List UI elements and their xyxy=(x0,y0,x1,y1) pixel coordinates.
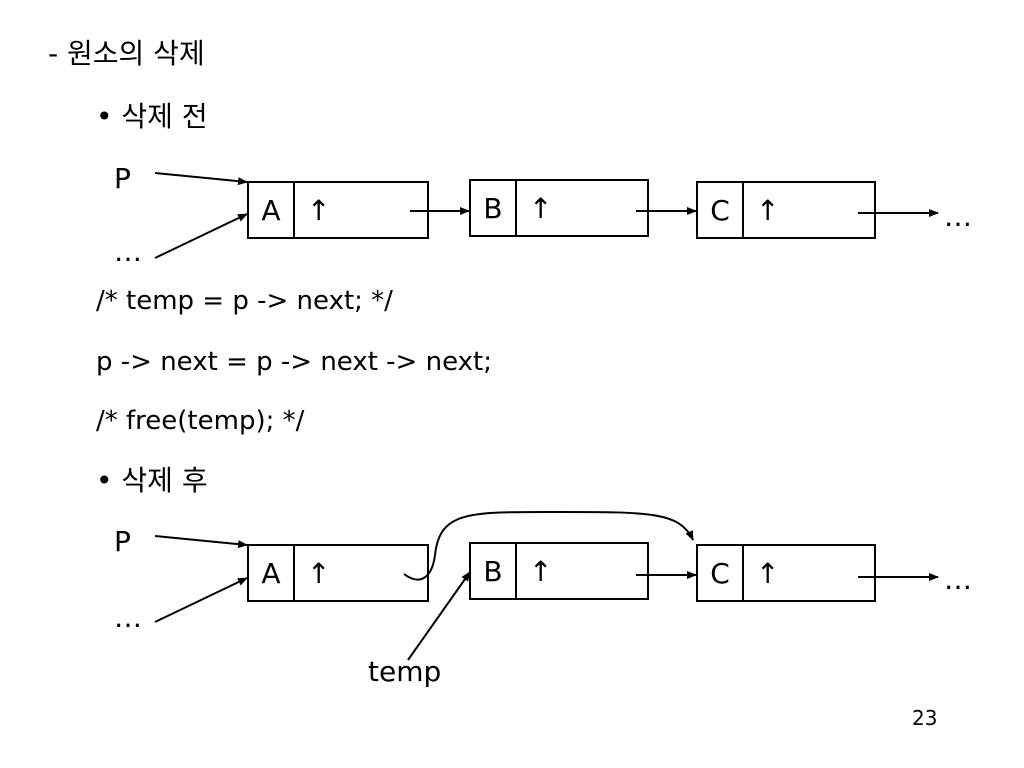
node-c-before: C ↑ xyxy=(696,181,876,239)
p-label-after: P xyxy=(114,525,131,558)
dots-pointer-arrow-after xyxy=(154,577,248,623)
node-c-after: C ↑ xyxy=(696,544,876,602)
node-a-after: A ↑ xyxy=(247,544,429,602)
dots-left-before: … xyxy=(114,235,142,268)
p-label-before: P xyxy=(114,162,131,195)
code-line-2: p -> next = p -> next -> next; xyxy=(96,347,492,377)
temp-label: temp xyxy=(368,655,442,688)
p-pointer-arrow-before xyxy=(154,172,248,186)
code-line-3: /* free(temp); */ xyxy=(96,406,305,436)
bullet-after: • 삭제 후 xyxy=(96,464,208,497)
node-value: B xyxy=(471,181,517,235)
node-value: C xyxy=(698,546,744,600)
node-b-before: B ↑ xyxy=(469,179,649,237)
code-line-1: /* temp = p -> next; */ xyxy=(96,286,393,316)
up-arrow-icon: ↑ xyxy=(307,193,331,227)
node-b-after: B ↑ xyxy=(469,542,649,600)
node-value: C xyxy=(698,183,744,237)
p-pointer-arrow-after xyxy=(154,535,248,549)
temp-pointer-arrow xyxy=(407,571,471,661)
dots-left-after: … xyxy=(114,601,142,634)
up-arrow-icon: ↑ xyxy=(756,556,780,590)
up-arrow-icon: ↑ xyxy=(756,193,780,227)
node-a-before: A ↑ xyxy=(247,181,429,239)
up-arrow-icon: ↑ xyxy=(529,191,553,225)
slide-heading: - 원소의 삭제 xyxy=(48,37,205,70)
node-value: B xyxy=(471,544,517,598)
node-value: A xyxy=(249,183,295,237)
dots-right-before: … xyxy=(944,200,972,233)
node-value: A xyxy=(249,546,295,600)
up-arrow-icon: ↑ xyxy=(307,556,331,590)
link-a-c-after xyxy=(403,510,694,581)
up-arrow-icon: ↑ xyxy=(529,554,553,588)
dots-right-after: … xyxy=(944,563,972,596)
page-number: 23 xyxy=(912,706,938,730)
dots-pointer-arrow-before xyxy=(154,213,248,259)
bullet-before: • 삭제 전 xyxy=(96,100,208,133)
